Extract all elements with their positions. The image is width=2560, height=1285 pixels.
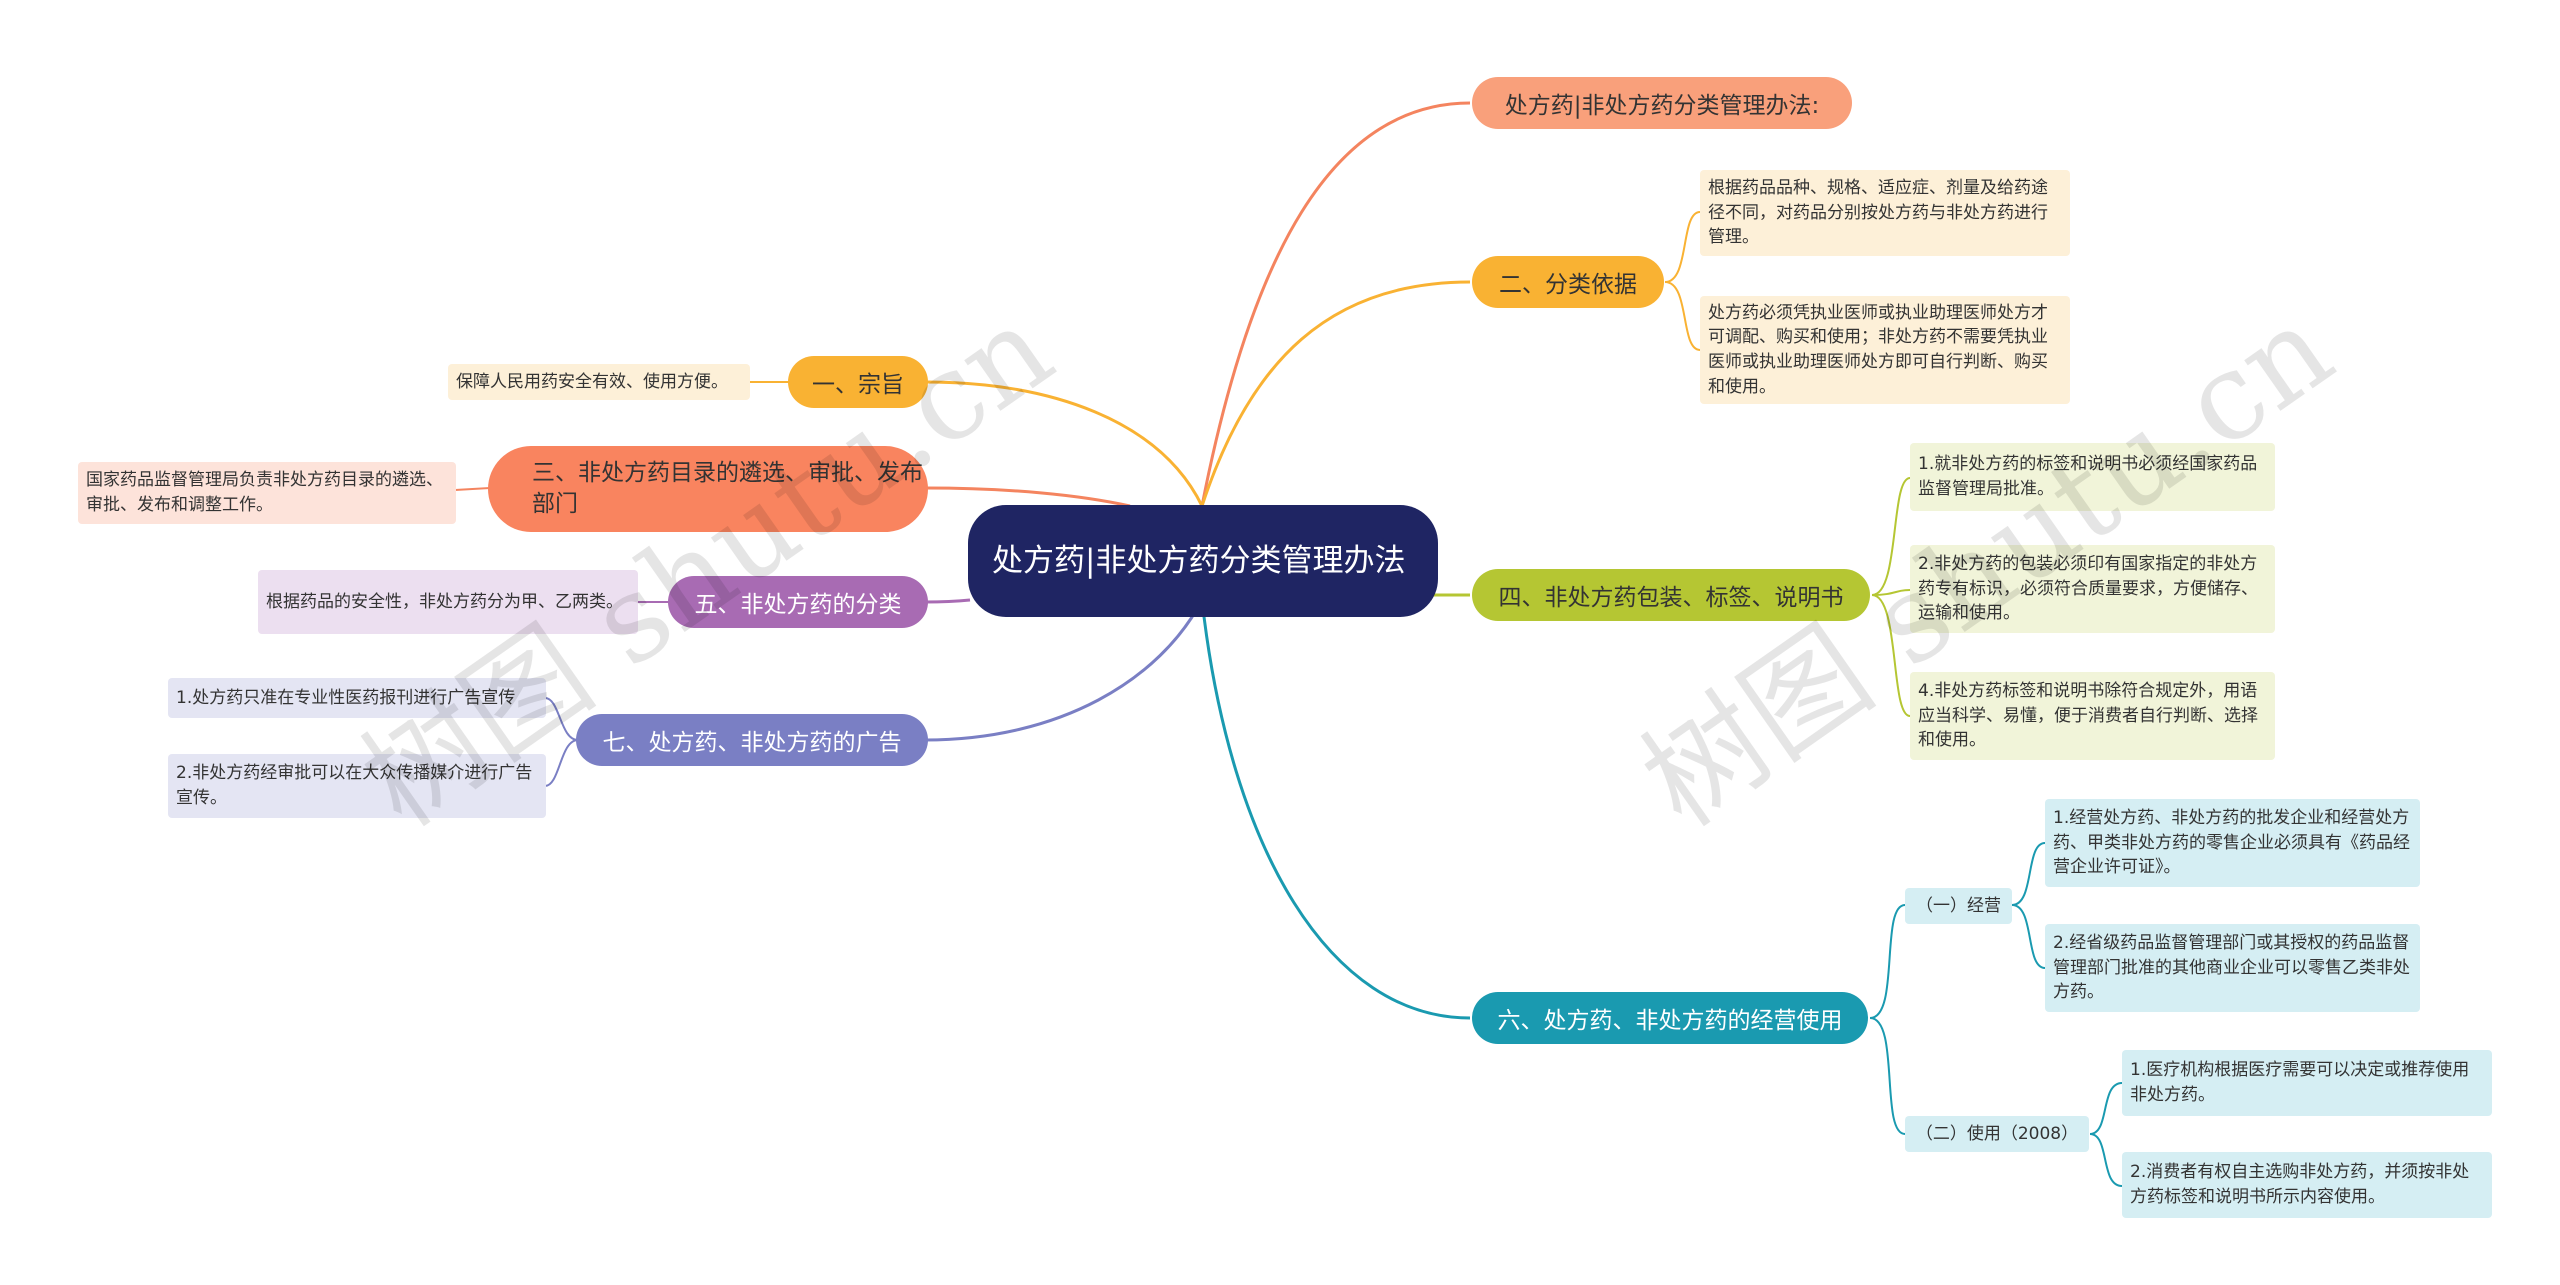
leaf-use-2: 2.消费者有权自主选购非处方药，并须按非处方药标签和说明书所示内容使用。 — [2122, 1152, 2492, 1218]
branch-classification-basis[interactable]: 二、分类依据 — [1472, 256, 1664, 308]
branch-operation-use[interactable]: 六、处方药、非处方药的经营使用 — [1472, 992, 1868, 1044]
branch-packaging-labels[interactable]: 四、非处方药包装、标签、说明书 — [1472, 569, 1870, 621]
link-root-b3 — [924, 486, 1131, 508]
link-root-b7 — [924, 599, 1204, 742]
root-title: 处方药|非处方药分类管理办法 — [992, 542, 1406, 579]
link-root-b5 — [924, 598, 971, 604]
leaf-operation-1: 1.经营处方药、非处方药的批发企业和经营处方药、甲类非处方药的零售企业必须具有《… — [2045, 799, 2420, 887]
leaf-catalog-1: 国家药品监督管理局负责非处方药目录的遴选、审批、发布和调整工作。 — [78, 462, 456, 524]
link-root-b1 — [924, 380, 1204, 507]
leaf-purpose-1: 保障人民用药安全有效、使用方便。 — [448, 364, 750, 400]
link-root-b0 — [1200, 101, 1471, 507]
leaf-advertising-2: 2.非处方药经审批可以在大众传播媒介进行广告宣传。 — [168, 754, 546, 818]
sub-operation[interactable]: （一）经营 — [1905, 888, 2012, 924]
branch-catalog-department[interactable]: 三、非处方药目录的遴选、审批、发布部门 — [488, 446, 928, 532]
branch-purpose[interactable]: 一、宗旨 — [788, 356, 928, 408]
link-root-b6 — [1200, 599, 1471, 1020]
leaf-otc-class-1: 根据药品的安全性，非处方药分为甲、乙两类。 — [258, 570, 638, 634]
branch-advertising[interactable]: 七、处方药、非处方药的广告 — [576, 714, 928, 766]
leaf-packaging-3: 4.非处方药标签和说明书除符合规定外，用语应当科学、易懂，便于消费者自行判断、选… — [1910, 672, 2275, 760]
link-root-b2 — [1200, 280, 1471, 507]
branch-otc-classification[interactable]: 五、非处方药的分类 — [668, 576, 928, 628]
root-topic[interactable]: 处方药|非处方药分类管理办法 — [968, 505, 1438, 617]
branch-management-title[interactable]: 处方药|非处方药分类管理办法: — [1472, 77, 1852, 129]
sub-use[interactable]: （二）使用（2008） — [1905, 1116, 2089, 1152]
leaf-packaging-1: 1.就非处方药的标签和说明书必须经国家药品监督管理局批准。 — [1910, 443, 2275, 511]
leaf-operation-2: 2.经省级药品监督管理部门或其授权的药品监督管理部门批准的其他商业企业可以零售乙… — [2045, 924, 2420, 1012]
leaf-advertising-1: 1.处方药只准在专业性医药报刊进行广告宣传 — [168, 678, 546, 718]
leaf-basis-2: 处方药必须凭执业医师或执业助理医师处方才可调配、购买和使用；非处方药不需要凭执业… — [1700, 296, 2070, 404]
leaf-use-1: 1.医疗机构根据医疗需要可以决定或推荐使用非处方药。 — [2122, 1050, 2492, 1116]
leaf-packaging-2: 2.非处方药的包装必须印有国家指定的非处方药专有标识，必须符合质量要求，方便储存… — [1910, 545, 2275, 633]
leaf-basis-1: 根据药品品种、规格、适应症、剂量及给药途径不同，对药品分别按处方药与非处方药进行… — [1700, 170, 2070, 256]
